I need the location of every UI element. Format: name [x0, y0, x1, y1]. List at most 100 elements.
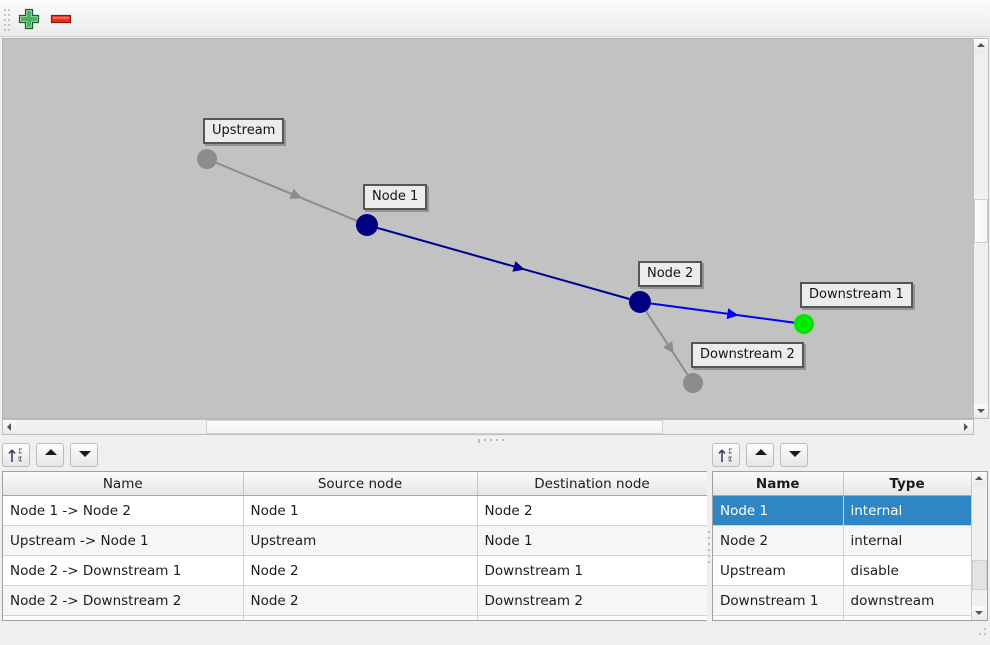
- edges-table-cell-source[interactable]: Upstream: [243, 525, 478, 556]
- graph-node-label-node1[interactable]: Node 1: [363, 184, 428, 210]
- graph-vertical-scrollbar[interactable]: [973, 38, 989, 419]
- nodes-scroll-down-button[interactable]: [972, 606, 986, 620]
- nodes-scroll-up-button[interactable]: [972, 472, 986, 486]
- edges-move-up-button[interactable]: [36, 443, 64, 467]
- nodes-scroll-thumb[interactable]: [972, 560, 987, 590]
- svg-text:1: 1: [728, 449, 732, 455]
- edges-move-down-button[interactable]: [70, 443, 98, 467]
- nodes-table-vertical-scrollbar[interactable]: [971, 472, 987, 620]
- graph-drawing: [197, 149, 814, 393]
- edges-table-cell-name[interactable]: Node 1 -> Node 2: [3, 495, 244, 526]
- edges-table-cell-destination[interactable]: Downstream 1: [477, 555, 707, 586]
- graph-node-node1[interactable]: [356, 214, 378, 236]
- resize-grip[interactable]: [979, 628, 987, 636]
- svg-text:1: 1: [18, 449, 22, 455]
- minus-icon: [50, 14, 72, 24]
- edges-toolbar: 1 9: [2, 443, 104, 469]
- nodes-table-blank-row: [713, 615, 972, 620]
- nodes-table-column-header[interactable]: Name: [713, 472, 844, 496]
- graph-vertical-scroll-thumb[interactable]: [974, 199, 988, 243]
- edges-table-blank-cell: [243, 615, 478, 620]
- graph-node-label-upstream[interactable]: Upstream: [203, 118, 285, 144]
- nodes-table-cell-name[interactable]: Upstream: [713, 555, 844, 586]
- graph-scroll-left-button[interactable]: [3, 420, 17, 434]
- toolbar-drag-handle[interactable]: [4, 9, 10, 31]
- edges-table-cell-name[interactable]: Node 2 -> Downstream 1: [3, 555, 244, 586]
- nodes-table-cell-name[interactable]: Node 2: [713, 525, 844, 556]
- graph-scroll-right-button[interactable]: [959, 420, 973, 434]
- graph-node-label-node2[interactable]: Node 2: [638, 261, 703, 287]
- edges-table-cell-name[interactable]: Node 2 -> Downstream 2: [3, 585, 244, 616]
- nodes-move-down-button[interactable]: [780, 443, 808, 467]
- sort-icon: 1 9: [718, 448, 732, 463]
- nodes-table-blank-cell: [843, 615, 972, 620]
- edges-table-cell-source[interactable]: Node 2: [243, 555, 478, 586]
- graph-node-label-downstream2[interactable]: Downstream 2: [691, 342, 804, 368]
- status-bar: [0, 622, 990, 645]
- graph-edge[interactable]: [377, 227, 630, 300]
- add-node-button[interactable]: [16, 6, 42, 32]
- graph-scroll-up-button[interactable]: [974, 39, 988, 53]
- edges-table-blank-cell: [3, 615, 244, 620]
- graph-node-label-downstream1[interactable]: Downstream 1: [800, 282, 913, 308]
- main-toolbar: [0, 0, 990, 37]
- nodes-table-blank-cell: [713, 615, 844, 620]
- edges-table-column-header[interactable]: Source node: [243, 472, 478, 496]
- graph-horizontal-scroll-thumb[interactable]: [206, 420, 663, 434]
- nodes-move-up-button[interactable]: [746, 443, 774, 467]
- graph-node-upstream[interactable]: [197, 149, 217, 169]
- nodes-table-cell-type[interactable]: disable: [843, 555, 972, 586]
- graph-edge[interactable]: [215, 161, 358, 222]
- edges-table-cell-destination[interactable]: Node 2: [477, 495, 707, 526]
- graph-edge-arrowhead: [289, 188, 302, 199]
- nodes-table-column-header[interactable]: Type: [843, 472, 972, 496]
- graph-node-node2[interactable]: [629, 291, 651, 313]
- graph-node-downstream2[interactable]: [683, 373, 703, 393]
- nodes-table-cell-name[interactable]: Node 1: [713, 495, 844, 526]
- svg-text:9: 9: [18, 457, 22, 463]
- graph-edge[interactable]: [650, 302, 795, 324]
- graph-scroll-down-button[interactable]: [974, 404, 988, 418]
- remove-node-button[interactable]: [48, 6, 74, 32]
- edges-table-cell-destination[interactable]: Node 1: [477, 525, 707, 556]
- vertical-splitter[interactable]: [707, 471, 712, 621]
- graph-horizontal-scrollbar[interactable]: [2, 419, 974, 435]
- nodes-table-cell-name[interactable]: Downstream 1: [713, 585, 844, 616]
- nodes-sort-button[interactable]: 1 9: [712, 443, 740, 467]
- edges-table-blank-row: [3, 615, 707, 620]
- nodes-table-cell-type[interactable]: downstream: [843, 585, 972, 616]
- edges-table-cell-source[interactable]: Node 1: [243, 495, 478, 526]
- nodes-table-cell-type[interactable]: internal: [843, 495, 972, 526]
- edges-sort-button[interactable]: 1 9: [2, 443, 30, 467]
- edges-table-column-header[interactable]: Destination node: [477, 472, 707, 496]
- edges-table-column-header[interactable]: Name: [3, 472, 244, 496]
- graph-node-downstream1[interactable]: [794, 314, 814, 334]
- plus-icon: [18, 8, 40, 30]
- edges-table-cell-destination[interactable]: Downstream 2: [477, 585, 707, 616]
- edges-table-cell-name[interactable]: Upstream -> Node 1: [3, 525, 244, 556]
- nodes-table-cell-type[interactable]: internal: [843, 525, 972, 556]
- svg-text:9: 9: [728, 457, 732, 463]
- nodes-toolbar: 1 9: [712, 443, 814, 469]
- graph-edge[interactable]: [645, 310, 689, 376]
- horizontal-splitter[interactable]: [0, 436, 990, 444]
- edges-table-cell-source[interactable]: Node 2: [243, 585, 478, 616]
